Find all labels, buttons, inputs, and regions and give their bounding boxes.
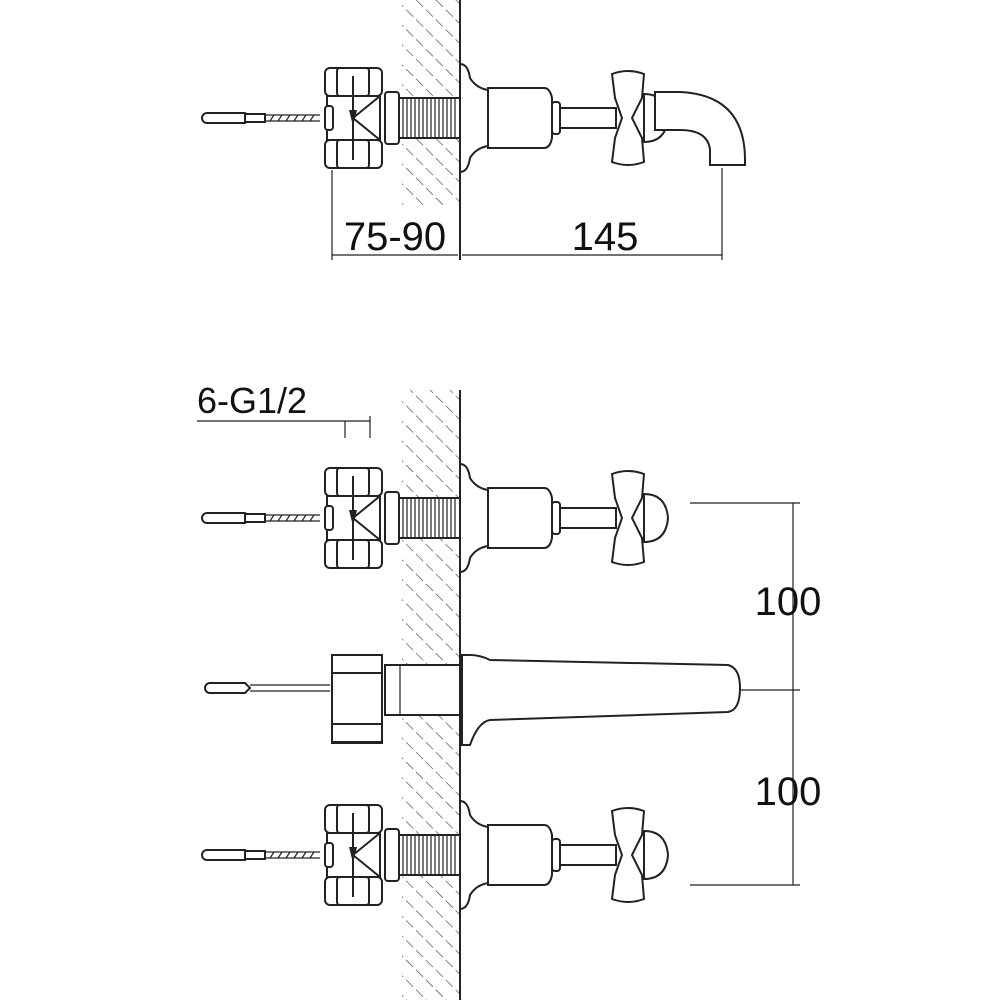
side-view-assembly bbox=[201, 63, 746, 173]
connection-label: 6-G1/2 bbox=[197, 380, 307, 421]
dimension-spacing-upper: 100 bbox=[755, 580, 822, 624]
dimension-spacing-lower: 100 bbox=[755, 770, 822, 814]
dimension-top: 75-90 145 bbox=[331, 168, 723, 260]
connection-callout: 6-G1/2 bbox=[197, 380, 371, 438]
dimension-spout-projection: 145 bbox=[572, 215, 639, 259]
spout-assembly bbox=[204, 654, 742, 746]
dimension-wall-depth: 75-90 bbox=[344, 215, 446, 259]
spout-side bbox=[654, 91, 746, 166]
dimension-spacing: 100 100 bbox=[690, 502, 822, 886]
spout-front bbox=[461, 654, 742, 746]
